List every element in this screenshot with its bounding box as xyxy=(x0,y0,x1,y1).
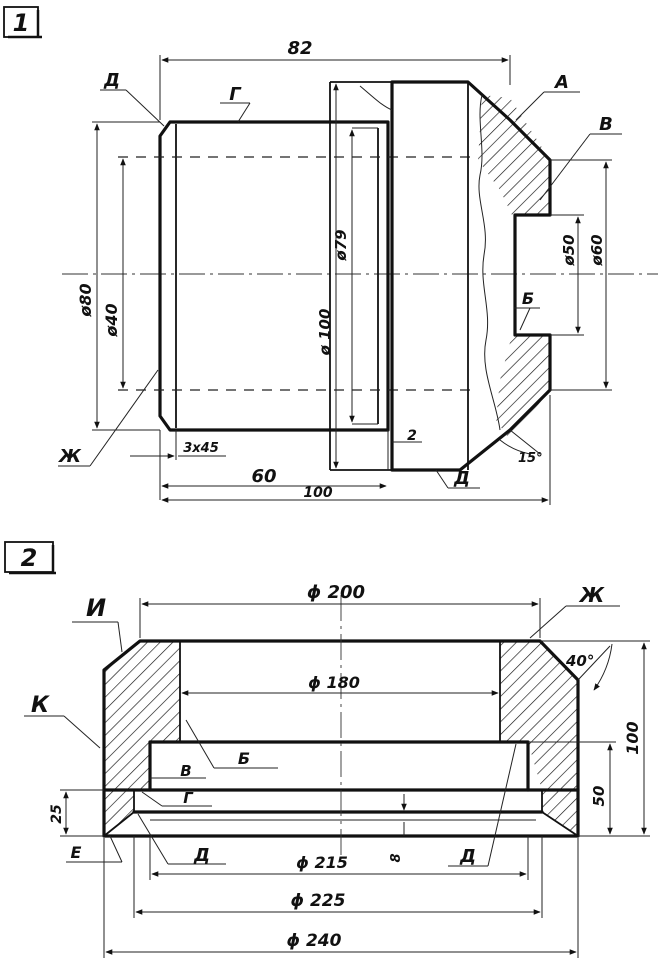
label-V: В xyxy=(150,762,206,780)
break-line xyxy=(478,94,501,431)
dimension-d240: ϕ 240 xyxy=(103,838,579,958)
svg-text:50: 50 xyxy=(590,786,608,807)
svg-text:ø50: ø50 xyxy=(560,234,578,266)
label-D-right: Д xyxy=(448,743,517,867)
hatched-section-top xyxy=(478,95,550,215)
label-D-bottom: Д xyxy=(435,468,480,489)
label-B: Б xyxy=(185,719,278,769)
svg-text:ϕ 200: ϕ 200 xyxy=(307,582,365,603)
dimension-h8: 8 xyxy=(389,794,407,863)
svg-text:ø80: ø80 xyxy=(76,283,95,317)
svg-text:А: А xyxy=(553,72,569,93)
dimension-d200: ϕ 200 xyxy=(139,582,541,638)
hatched-wall-right xyxy=(500,641,578,790)
svg-text:ø40: ø40 xyxy=(102,303,121,337)
svg-text:100: 100 xyxy=(303,485,332,501)
label-K: К xyxy=(24,693,101,749)
label-E: Е xyxy=(66,835,123,863)
hatched-section-bottom xyxy=(496,335,550,440)
label-ZH: Ж xyxy=(57,369,159,467)
figure-1: 1 82 xyxy=(3,6,658,505)
dimension-chamfer: 3x45 xyxy=(130,430,226,500)
dimension-angle: 15° xyxy=(499,429,543,466)
dimension-h50: 50 xyxy=(528,741,616,835)
dimension-82: 82 xyxy=(159,38,511,120)
svg-text:Ж: Ж xyxy=(57,446,82,467)
figure-1-number: 1 xyxy=(13,9,30,37)
svg-text:100: 100 xyxy=(623,721,642,754)
label-B: Б xyxy=(514,289,540,331)
svg-text:3x45: 3x45 xyxy=(183,441,219,456)
svg-text:8: 8 xyxy=(389,853,404,862)
dimension-d180: ϕ 180 xyxy=(181,673,499,696)
svg-text:2: 2 xyxy=(407,428,417,444)
svg-text:Е: Е xyxy=(71,843,82,862)
figure-2: 2 ϕ 200 ϕ 180 xyxy=(4,541,650,958)
svg-text:25: 25 xyxy=(49,804,65,824)
svg-text:В: В xyxy=(599,114,613,135)
svg-text:ø79: ø79 xyxy=(332,229,350,261)
dimension-d225: ϕ 225 xyxy=(133,836,543,918)
dimension-h100: 100 xyxy=(540,640,650,837)
dimension-h25: 25 xyxy=(49,789,104,837)
dimension-d40: ø40 xyxy=(102,158,126,389)
svg-text:Б: Б xyxy=(522,289,534,308)
recess-215 xyxy=(148,740,530,792)
figure-1-number-box: 1 xyxy=(3,6,42,39)
svg-text:Г: Г xyxy=(183,789,194,807)
figure-2-number: 2 xyxy=(21,544,38,572)
svg-text:Д: Д xyxy=(459,846,476,867)
svg-text:Д: Д xyxy=(453,468,470,489)
svg-text:40°: 40° xyxy=(565,652,594,670)
svg-text:Ж: Ж xyxy=(578,583,605,607)
svg-text:И: И xyxy=(86,594,106,622)
label-D-left: Д xyxy=(137,813,226,866)
hatched-wall-left xyxy=(104,641,180,790)
dimension-gap: 2 xyxy=(387,428,422,470)
dimension-d80: ø80 xyxy=(76,121,160,431)
svg-text:82: 82 xyxy=(287,38,312,59)
svg-text:ø60: ø60 xyxy=(588,234,606,266)
dimension-d100-vertical: ø 100 xyxy=(316,83,339,469)
label-ZH: Ж xyxy=(529,583,620,639)
label-I: И xyxy=(72,594,123,653)
svg-text:Б: Б xyxy=(238,749,250,768)
svg-text:ϕ 240: ϕ 240 xyxy=(287,931,342,951)
dimension-angle-40: 40° xyxy=(565,643,613,691)
sleeve-body xyxy=(158,120,390,432)
dimension-d60: ø60 xyxy=(550,159,612,391)
svg-text:ϕ 215: ϕ 215 xyxy=(296,853,348,872)
label-D-top: Д xyxy=(100,70,165,127)
figure-2-number-box: 2 xyxy=(4,541,56,575)
dimension-d50: ø50 xyxy=(550,214,584,336)
svg-text:ø 100: ø 100 xyxy=(316,309,334,357)
dimension-d79: ø79 xyxy=(332,129,355,423)
svg-text:Д: Д xyxy=(193,845,210,866)
label-G: Г xyxy=(141,789,212,807)
svg-text:К: К xyxy=(31,693,50,718)
svg-text:В: В xyxy=(180,762,191,780)
label-A: А xyxy=(515,72,580,121)
svg-text:ϕ 225: ϕ 225 xyxy=(291,891,346,911)
dimension-d215: ϕ 215 xyxy=(149,836,529,880)
dimension-100: 100 xyxy=(161,395,551,505)
dimension-60: 60 xyxy=(161,466,387,489)
label-G: Г xyxy=(220,84,251,123)
svg-text:Г: Г xyxy=(229,84,242,105)
svg-text:Д: Д xyxy=(103,70,120,91)
svg-text:60: 60 xyxy=(251,466,276,487)
svg-text:15°: 15° xyxy=(518,451,543,466)
svg-text:ϕ 180: ϕ 180 xyxy=(308,673,360,692)
label-V: В xyxy=(539,114,622,201)
